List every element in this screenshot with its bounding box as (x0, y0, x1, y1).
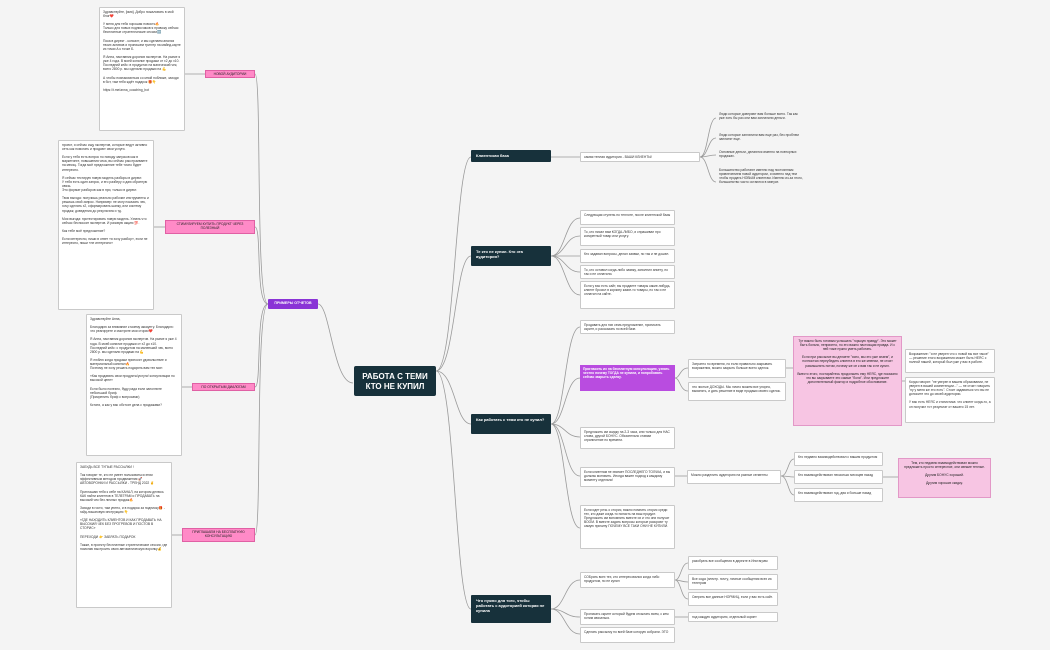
how-segment[interactable]: Если клиентам не хватает ПОСЛЕДНЕГО ТОЛЧ… (580, 467, 675, 487)
note-open-dialogs[interactable]: Здравствуйте Анна, Благодарю за внимание… (86, 314, 182, 456)
note-new-audience[interactable]: Здравствуйте, [имя]. Добро пожаловать в … (99, 7, 185, 131)
who-item-5[interactable]: Если у вас есть сайт, вы продаете товары… (580, 281, 675, 309)
how-bottom[interactable]: Если идет речь о сторис, важно помнить с… (580, 505, 675, 549)
note-stimulate[interactable]: проект, я сейчас ищу экспертов, которые … (58, 140, 154, 310)
tag-new-audience[interactable]: НОВОЙ АУДИТОРИИ (205, 70, 255, 78)
how-mid-a[interactable]: Затратно по времени, но если правильно з… (688, 359, 786, 378)
tag-stimulate[interactable]: СТИМУЛИРУЕМ КУПИТЬ ПРОДУКТ ЧЕРЕЗ ПОЛЕЗНЫ… (165, 220, 255, 234)
branch-who[interactable]: Те кто не купил. Кто эта аудитория? (471, 246, 551, 266)
client-base-sub[interactable]: самая теплая аудитория - ВАШИ КЛИЕНТЫ! (580, 152, 700, 162)
seg-item-3[interactable]: Кто взаимодействовал год, два и больше н… (794, 488, 883, 502)
who-item-2[interactable]: То, кто писал вам КОГДА-ЛИБО, и спрашива… (580, 227, 675, 246)
how-segment-tag[interactable]: Можно разделить аудиторию на разные сегм… (687, 470, 781, 484)
client-base-note-3[interactable]: Основные деньги, делаются именно на повт… (719, 150, 798, 159)
how-three-days[interactable]: Предложить им скидку на 2-3 часа, или то… (580, 427, 675, 449)
tag-open-dialogs[interactable]: ПО ОТКРЫТЫМ ДИАЛОГАМ (192, 383, 255, 391)
need-script[interactable]: Прописать скрипт который будем отсылать … (580, 609, 675, 625)
how-right-a[interactable]: Возражение: "я не уверен что с новой вы … (905, 349, 995, 373)
how-mid-b[interactable]: это чистые ДОХОДЫ. Мы лично можем все уп… (688, 382, 786, 401)
how-offer[interactable]: Пригласить их на бесплатную консультацию… (580, 365, 675, 391)
branch-client-base[interactable]: Клиентская база (471, 150, 551, 162)
client-base-note-1[interactable]: Люди которые доверяют вам больше всего. … (719, 112, 799, 121)
need-mailing[interactable]: Сделать рассылку по всей базе которую со… (580, 627, 675, 643)
note-invite-consult[interactable]: ЗАБУДЬ ВСЕ ТУПЫЕ РАССЫЛКИ ! Так говорят … (76, 462, 172, 608)
seg-item-2[interactable]: Кто взаимодействовал несколько месяцев н… (794, 470, 883, 484)
how-right-b[interactable]: Когда говорят: "не уверен в вашем образо… (905, 377, 995, 423)
tag-invite-consult[interactable]: ПРИГЛАШАЕМ НА БЕСПЛАТНУЮ КОНСУЛЬТАЦИЮ (182, 528, 255, 542)
seg-item-1[interactable]: Кто недавно взаимодействовал с вашим про… (794, 452, 883, 466)
need-script-tag[interactable]: под каждую аудиторию, отдельный скрипт (688, 612, 778, 622)
who-item-4[interactable]: То, кто оставил когда-либо заявку, запол… (580, 265, 675, 279)
seg-note[interactable]: Тем, кто недавно взаимодействовал можно … (898, 458, 991, 498)
collect-item-3[interactable]: Сверить все данные НОРМИЦ, если у вас ес… (688, 592, 778, 606)
how-pink-note[interactable]: Тут важно быть готовым услышать "горькую… (793, 336, 902, 426)
who-item-3[interactable]: Кто задавал вопросы, делал заявки, но та… (580, 249, 675, 263)
client-base-note-2[interactable]: Люди которые заплатили вам еще раз, без … (719, 133, 800, 142)
root-node[interactable]: РАБОТА С ТЕМИ КТО НЕ КУПИЛ (354, 366, 436, 396)
collect-item-1[interactable]: разобрать все сообщения в директе в Инст… (688, 556, 778, 570)
client-base-note-4[interactable]: Большинство работают именно над постоянн… (719, 168, 804, 185)
branch-need[interactable]: Что нужно для того, чтобы работать с ауд… (471, 595, 551, 623)
who-item-1[interactable]: Следующая ступень по теплоте, после клие… (580, 210, 675, 225)
need-collect[interactable]: СОБрать всех тех, кто интересовался когд… (580, 572, 675, 588)
examples-label[interactable]: ПРИМЕРЫ ОТЧЕТОВ (268, 299, 318, 309)
collect-item-2[interactable]: Все сода (электр. почту, личные сообщени… (688, 574, 778, 590)
branch-how[interactable]: Как работать с теми кто не купил? (471, 414, 551, 434)
how-top[interactable]: Продавать для них семь предложение, проп… (580, 320, 675, 334)
